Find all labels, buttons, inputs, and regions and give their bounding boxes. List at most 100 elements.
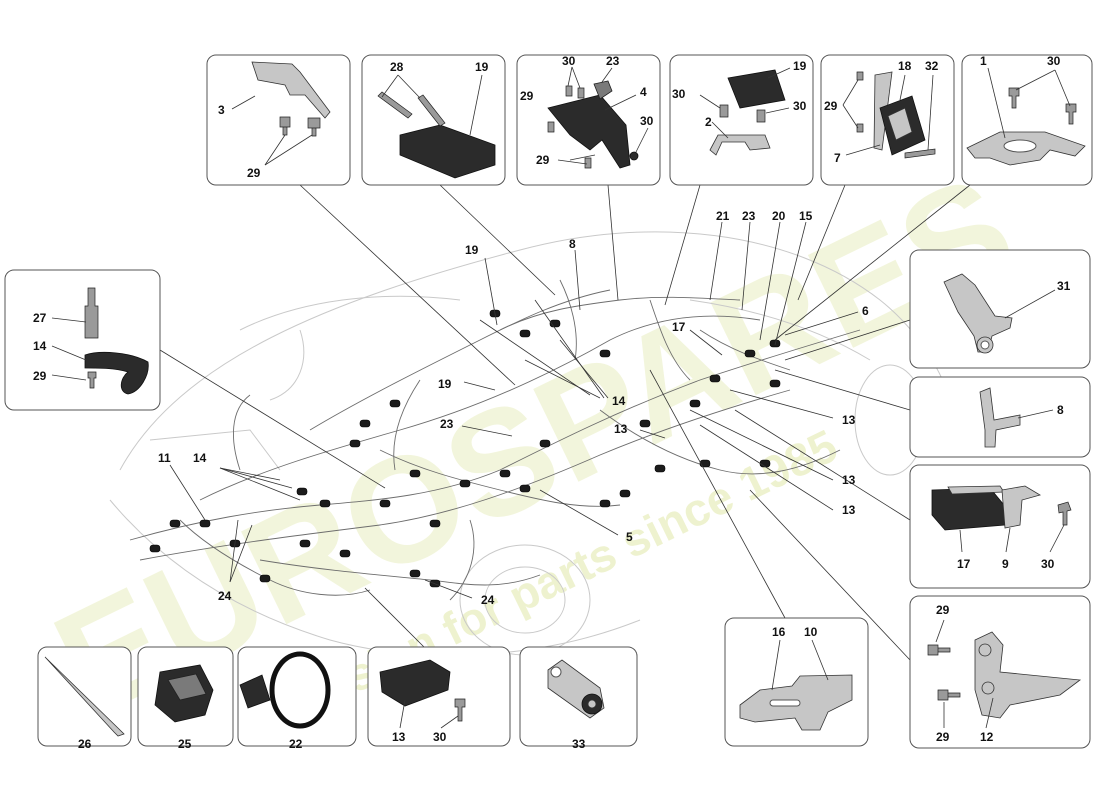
detail-box-bracket-4: 30 23 29 4 30 29: [516, 54, 661, 186]
clip-part: [379, 659, 451, 707]
callout-23: 23: [606, 54, 620, 68]
callout-7: 7: [834, 151, 841, 165]
detail-box-bracket-31: 31: [909, 249, 1091, 369]
clip: [769, 379, 781, 388]
callout-19: 19: [475, 60, 489, 74]
detail-box-hose-clamp-22: 22: [237, 646, 357, 751]
main-callouts: 19 8 21 23 20 15 6 17 19 14 23 13 13 13 …: [158, 209, 869, 607]
callout-26: 26: [78, 737, 92, 751]
clip: [744, 349, 756, 358]
bolt-icon: [756, 109, 766, 123]
bolt-icon: [1057, 501, 1072, 526]
plate-hole: [550, 666, 562, 678]
clip: [519, 484, 531, 493]
bolt-icon: [856, 71, 864, 81]
clip: [199, 519, 211, 528]
bushing-hole: [980, 340, 990, 350]
callout-1: 1: [980, 54, 987, 68]
bracket-part: [1001, 485, 1042, 529]
callout-24: 24: [481, 593, 495, 607]
clip: [339, 549, 351, 558]
bracket-part: [547, 94, 631, 169]
callout-19: 19: [438, 377, 452, 391]
callout-16: 16: [772, 625, 786, 639]
bracket-part: [974, 631, 1082, 719]
bolt-icon: [377, 91, 413, 119]
detail-box-cable-tie-26: 26: [37, 646, 132, 751]
callout-29: 29: [936, 730, 950, 744]
clip: [499, 469, 511, 478]
bushing-part: [981, 681, 995, 695]
callout-17: 17: [672, 320, 686, 334]
callout-8: 8: [1057, 403, 1064, 417]
callout-27: 27: [33, 311, 47, 325]
detail-box-bracket-3: 3 29: [206, 54, 351, 186]
strap-part: [84, 351, 149, 395]
grommet-face: [167, 673, 207, 701]
bolt-icon: [454, 698, 466, 722]
callout-33: 33: [572, 737, 586, 751]
callout-14: 14: [612, 394, 626, 408]
clip: [296, 487, 308, 496]
bolt-icon: [307, 117, 321, 137]
spacer-hole: [587, 699, 597, 709]
callout-13: 13: [614, 422, 628, 436]
callout-14: 14: [33, 339, 47, 353]
callout-30: 30: [1047, 54, 1061, 68]
bolt-icon: [937, 689, 961, 701]
leader-lines: [159, 184, 971, 661]
bolt-icon: [584, 157, 592, 169]
callout-9: 9: [1002, 557, 1009, 571]
detail-box-block-19: 28 19: [361, 54, 506, 186]
clip: [169, 519, 181, 528]
callout-32: 32: [925, 59, 939, 73]
callout-18: 18: [898, 59, 912, 73]
detail-box-mount-9: 17 9 30: [909, 464, 1091, 589]
callout-25: 25: [178, 737, 192, 751]
callout-29: 29: [824, 99, 838, 113]
clip: [459, 479, 471, 488]
callout-4: 4: [640, 85, 647, 99]
callout-13: 13: [392, 730, 406, 744]
bushing-part: [978, 643, 992, 657]
clip: [689, 399, 701, 408]
bracket-hole: [1003, 139, 1037, 153]
clip: [259, 574, 271, 583]
detail-box-bracket-10: 16 10: [724, 617, 869, 747]
clip: [149, 544, 161, 553]
callout-3: 3: [218, 103, 225, 117]
clip: [409, 469, 421, 478]
detail-box-strap-14: 27 14 29: [4, 269, 161, 411]
callout-22: 22: [289, 737, 303, 751]
rubber-block-part: [931, 487, 1006, 531]
clip: [319, 499, 331, 508]
callout-13: 13: [842, 413, 856, 427]
stud-part: [84, 287, 99, 339]
bolt-icon: [417, 94, 446, 127]
callout-28: 28: [390, 60, 404, 74]
detail-box-clip-13: 13 30: [367, 646, 511, 747]
callout-15: 15: [799, 209, 813, 223]
callout-29: 29: [33, 369, 47, 383]
detail-box-spacer-33: 33: [519, 646, 638, 751]
bracket-part: [979, 387, 1021, 448]
callout-5: 5: [626, 530, 633, 544]
module-face: [887, 107, 913, 141]
clip: [599, 349, 611, 358]
callout-11: 11: [158, 451, 171, 465]
bolt-icon: [927, 644, 951, 656]
clip: [599, 499, 611, 508]
callout-14: 14: [193, 451, 207, 465]
callout-23: 23: [440, 417, 454, 431]
bracket-part: [709, 134, 771, 156]
callout-30: 30: [793, 99, 807, 113]
callout-17: 17: [957, 557, 971, 571]
clip: [349, 439, 361, 448]
callout-30: 30: [1041, 557, 1055, 571]
callout-21: 21: [716, 209, 730, 223]
clip: [429, 519, 441, 528]
bolt-icon: [719, 104, 729, 118]
callout-29: 29: [536, 153, 550, 167]
bolt-icon: [904, 148, 936, 159]
callout-12: 12: [980, 730, 994, 744]
